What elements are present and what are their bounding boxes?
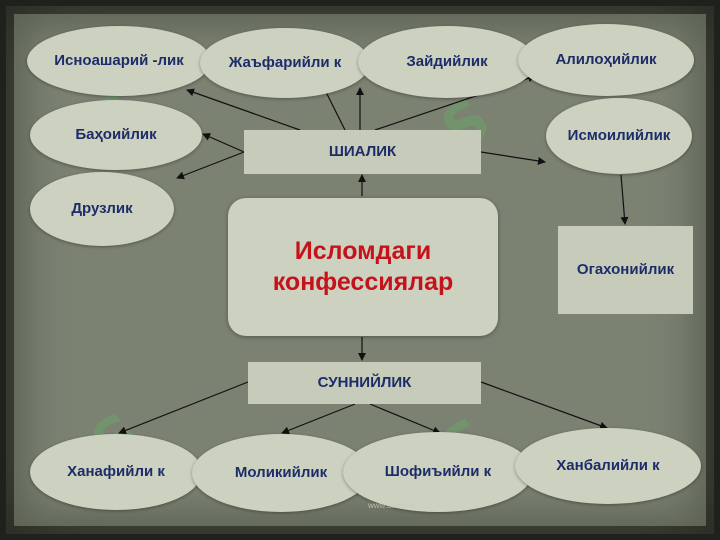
- branch-bahoiy: Баҳоийлик: [30, 100, 202, 170]
- branch-hanbaliy: Ханбалийли к: [515, 428, 701, 504]
- branch-jafariy: Жаъфарийли к: [200, 28, 370, 98]
- branch-label: Алилоҳийлик: [555, 51, 657, 68]
- branch-label: Баҳоийлик: [75, 126, 157, 143]
- arrow-sunni-molikiy: [281, 403, 356, 435]
- branch-label: Моликийлик: [234, 464, 328, 481]
- branch-label: Жаъфарийли к: [228, 54, 342, 71]
- branch-ismoiliy: Исмоилийлик: [546, 98, 692, 174]
- shia-node: ШИАЛИК: [244, 130, 481, 174]
- branch-hanafiy: Ханафийли к: [30, 434, 202, 510]
- branch-label: Зайдийлик: [406, 53, 488, 70]
- branch-label: Друзлик: [71, 200, 133, 217]
- branch-label: Огахонийлик: [576, 261, 675, 278]
- branch-ogaxoniy: Огахонийлик: [558, 226, 693, 314]
- arrow-shia-ismoiliy: [480, 151, 546, 165]
- arrow-ismoiliy-ogaxoniy: [620, 174, 629, 225]
- branch-druz: Друзлик: [30, 172, 174, 246]
- branch-molikiy: Моликийлик: [192, 434, 370, 512]
- footer-url: www.arxiv.uz: [368, 501, 415, 510]
- shia-label: ШИАЛИК: [328, 143, 397, 160]
- branch-label: Шофиъийли к: [384, 463, 492, 480]
- branch-shofiiy: Шофиъийли к: [343, 432, 533, 512]
- arrow-shia-isnoashariy: [186, 88, 301, 131]
- branch-label: Исмоилийлик: [567, 127, 671, 144]
- branch-isnoashariy: Исноашарий -лик: [27, 26, 211, 96]
- branch-label: Ханафийли к: [67, 463, 165, 480]
- branch-zaydiy: Зайдийлик: [358, 26, 536, 98]
- arrow-sunni-hanbaliy: [480, 381, 608, 430]
- branch-label: Ханбалийли к: [556, 457, 660, 474]
- arrow-sunni-hanafiy: [118, 381, 249, 435]
- branch-label: Исноашарий -лик: [54, 52, 184, 69]
- sunni-label: СУННИЙЛИК: [317, 374, 412, 391]
- center-node: Исломдаги конфессиялар: [228, 198, 498, 336]
- branch-aliloxiy: Алилоҳийлик: [518, 24, 694, 96]
- center-title: Исломдаги конфессиялар: [272, 237, 454, 296]
- arrow-shia-bahoiy: [202, 133, 245, 153]
- sunni-node: СУННИЙЛИК: [248, 362, 481, 404]
- arrow-shia-druz: [176, 151, 245, 180]
- arrow-sunni-shofiiy: [369, 403, 441, 435]
